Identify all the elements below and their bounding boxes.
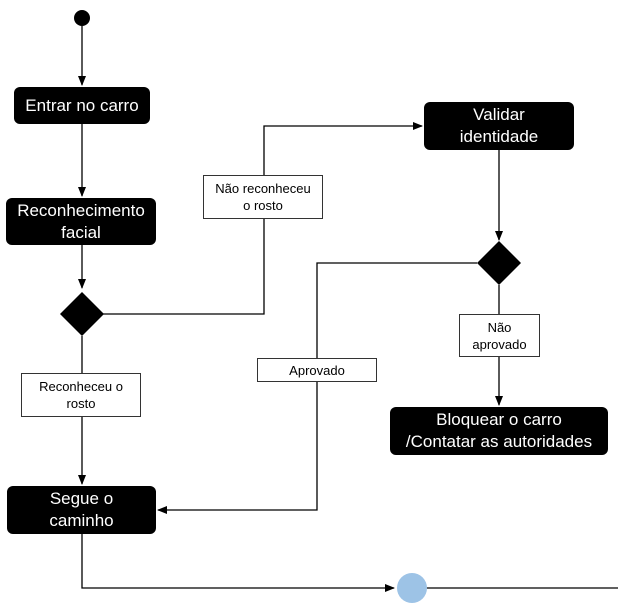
end-node [397,573,427,603]
label-approved: Aprovado [257,358,377,382]
decision-diamond-validation [477,241,521,285]
node-follow-path: Segue o caminho [7,486,156,534]
start-node [74,10,90,26]
node-block-car: Bloquear o carro /Contatar as autoridade… [390,407,608,455]
label-not-recognized: Não reconheceu o rosto [203,175,323,219]
decision-diamond-recognition [60,292,104,336]
edge-decision2-approved [157,262,477,514]
label-not-approved: Não aprovado [459,314,540,357]
edge-follow-to-end [81,534,395,592]
node-facial-recognition: Reconhecimento facial [6,198,156,245]
label-recognized: Reconheceu o rosto [21,373,141,417]
node-validate-identity: Validar identidade [424,102,574,150]
edge-decision-to-validate [103,122,423,315]
node-enter-car: Entrar no carro [14,87,150,124]
